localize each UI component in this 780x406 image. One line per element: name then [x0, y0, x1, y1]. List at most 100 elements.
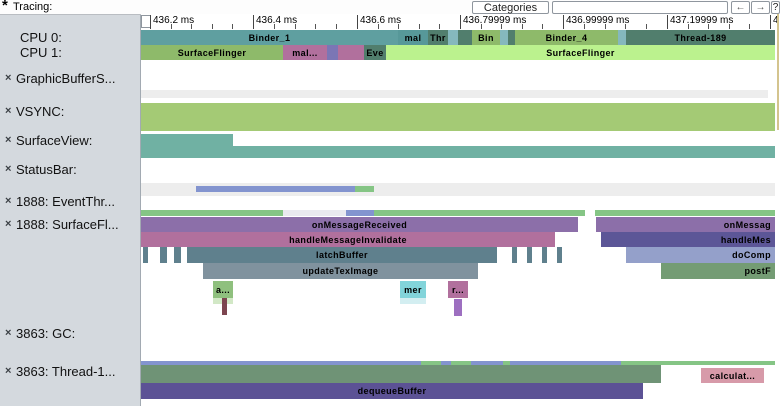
trace-slice-thread-189[interactable] [141, 361, 421, 365]
trace-slice-surfaceflinger-slices[interactable]: mer [400, 281, 426, 298]
trace-slice-thread-189[interactable] [510, 361, 621, 365]
trace-slice-surfaceflinger-slices[interactable] [160, 247, 167, 263]
trace-slice-cpu0[interactable]: Thread-189 [626, 30, 775, 45]
trace-slice-thread-189[interactable] [471, 361, 503, 365]
close-track-button[interactable]: × [5, 163, 12, 175]
trace-slice-thread-189[interactable] [421, 361, 441, 365]
close-track-button[interactable]: × [5, 218, 12, 230]
trace-slice-surfaceflinger-slices[interactable]: latchBuffer [187, 247, 497, 263]
trace-slice-surfaceflinger-slices[interactable] [557, 247, 562, 263]
trace-slice-cpu0[interactable] [448, 30, 458, 45]
trace-slice-surfaceflinger-slices[interactable] [542, 247, 547, 263]
trace-slice-surfaceflinger-slices[interactable]: a... [213, 281, 233, 298]
filter-input[interactable] [552, 1, 728, 14]
trace-slice-cpu0[interactable] [618, 30, 626, 45]
trace-slice-surfaceflinger-slices[interactable] [143, 247, 148, 263]
trace-slice-cpu0[interactable] [458, 30, 472, 45]
track-row-2: ×GraphicBufferS... [0, 71, 140, 87]
ruler-minor-tick [170, 24, 172, 29]
trace-slice-cpu0[interactable]: Binder_1 [141, 30, 398, 45]
trace-slice-cpu0[interactable]: Binder_4 [515, 30, 618, 45]
close-track-button[interactable]: × [5, 105, 12, 117]
ruler-minor-tick [583, 24, 585, 29]
ruler-major-tick [357, 15, 358, 29]
trace-slice-surfaceflinger-slices[interactable]: onMessag [596, 217, 775, 232]
trace-slice-surfaceview[interactable] [141, 146, 775, 158]
track-label: SurfaceView: [16, 133, 93, 148]
trace-slice-cpu0[interactable] [500, 30, 508, 45]
trace-slice-cpu0[interactable]: mal [398, 30, 428, 45]
ruler-minor-tick [294, 24, 296, 29]
right-edge-line [777, 14, 779, 130]
trace-slice-surfaceflinger-slices[interactable] [222, 298, 227, 315]
back-button[interactable]: ← [731, 1, 750, 14]
trace-slice-cpu1[interactable]: SurfaceFlinger [386, 45, 775, 60]
trace-slice-surfaceflinger-slices[interactable] [174, 247, 181, 263]
ruler-minor-tick [708, 24, 710, 29]
ruler-minor-tick [336, 24, 338, 29]
ruler-tick-label: 436.4 ms [256, 15, 298, 26]
ruler-minor-tick [480, 24, 482, 29]
trace-slice-surfaceflinger-slices[interactable]: updateTexImage [203, 263, 478, 279]
ruler-major-tick [563, 15, 564, 29]
forward-button[interactable]: → [751, 1, 770, 14]
close-track-button[interactable]: × [5, 72, 12, 84]
ruler-major-tick [770, 15, 771, 29]
trace-slice-cpu0[interactable] [508, 30, 515, 45]
trace-slice-thread-189[interactable]: dequeueBuffer [141, 383, 643, 399]
track-band-graphicbuffer [141, 90, 768, 98]
trace-slice-cpu1[interactable]: Eve [364, 45, 386, 60]
ruler-major-tick [150, 15, 151, 29]
trace-slice-cpu1[interactable]: SurfaceFlinger [141, 45, 283, 60]
trace-slice-eventthread[interactable] [196, 186, 355, 192]
trace-slice-surfaceview[interactable] [141, 134, 233, 146]
ruler-major-tick [253, 15, 254, 29]
trace-slice-surfaceflinger-frames[interactable] [346, 210, 374, 216]
app-icon: * [2, 0, 8, 14]
close-track-button[interactable]: × [5, 327, 12, 339]
trace-slice-surfaceflinger-frames[interactable] [595, 210, 775, 216]
trace-slice-surfaceflinger-slices[interactable] [527, 247, 532, 263]
trace-slice-thread-189[interactable] [451, 361, 471, 365]
ruler-minor-tick [273, 24, 275, 29]
trace-slice-surfaceflinger-slices[interactable]: r... [448, 281, 468, 298]
ruler-tick-label: 436.79999 ms [463, 15, 527, 26]
ruler-tick-label: 436.6 ms [360, 15, 402, 26]
track-row-6: ×1888: EventThr... [0, 194, 140, 210]
trace-slice-cpu1[interactable]: mal... [283, 45, 327, 60]
trace-slice-eventthread[interactable] [355, 186, 374, 192]
trace-slice-surfaceflinger-slices[interactable]: handleMes [601, 232, 775, 247]
trace-slice-surfaceflinger-slices[interactable]: onMessageReceived [141, 217, 578, 232]
categories-button[interactable]: Categories [472, 1, 549, 14]
trace-slice-surfaceflinger-slices[interactable] [454, 299, 462, 316]
close-track-button[interactable]: × [5, 134, 12, 146]
trace-slice-thread-189[interactable] [503, 361, 510, 365]
trace-slice-cpu0[interactable]: Bin [472, 30, 500, 45]
track-label: CPU 1: [20, 45, 62, 60]
trace-slice-surfaceflinger-slices[interactable]: postF [661, 263, 775, 279]
trace-slice-surfaceflinger-slices[interactable]: doComp [626, 247, 775, 263]
trace-slice-vsync[interactable] [141, 103, 775, 131]
trace-slice-surfaceflinger-slices[interactable] [512, 247, 517, 263]
track-label: 1888: SurfaceFl... [16, 217, 119, 232]
trace-slice-surfaceflinger-frames[interactable] [374, 210, 585, 216]
trace-slice-thread-189[interactable] [441, 361, 451, 365]
trace-slice-thread-189[interactable]: calculat... [701, 368, 764, 383]
close-track-button[interactable]: × [5, 365, 12, 377]
trace-slice-surfaceflinger-frames[interactable] [141, 210, 283, 216]
trace-slice-thread-189[interactable] [141, 365, 661, 383]
help-button[interactable]: ? [771, 1, 780, 14]
trace-slice-cpu1[interactable] [327, 45, 338, 60]
trace-slice-surfaceflinger-slices[interactable]: handleMessageInvalidate [141, 232, 555, 247]
trace-slice-cpu0[interactable]: Thr [428, 30, 448, 45]
track-band-surfaceflinger-slices [400, 298, 426, 304]
track-row-5: ×StatusBar: [0, 162, 140, 178]
ruler-minor-tick [604, 24, 606, 29]
close-track-button[interactable]: × [5, 195, 12, 207]
trace-slice-thread-189[interactable] [621, 361, 775, 365]
ruler-minor-tick [521, 24, 523, 29]
trace-slice-cpu1[interactable] [338, 45, 364, 60]
track-row-7: × 1888: SurfaceFl... [0, 217, 140, 233]
